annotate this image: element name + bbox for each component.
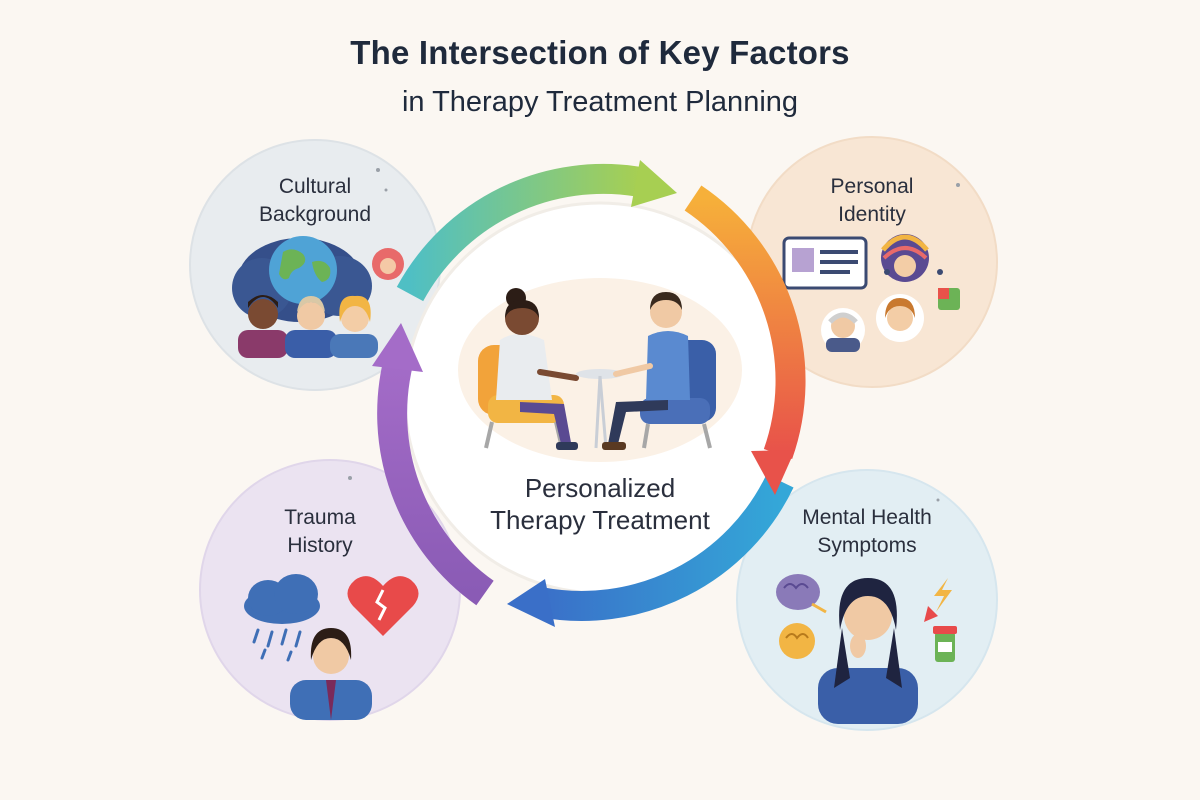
cycle-arrow-top bbox=[396, 163, 643, 302]
label-mental-health-symptoms: Mental Health Symptoms bbox=[802, 506, 932, 557]
arrowhead-right bbox=[751, 450, 795, 495]
id-card-icon bbox=[782, 236, 868, 290]
woman-face-icon bbox=[876, 294, 924, 342]
cycle-arrow-left bbox=[377, 355, 494, 606]
page-title: The Intersection of Key Factors bbox=[350, 34, 850, 71]
label-cultural-background: Cultural Background bbox=[258, 175, 372, 226]
lightning-icon bbox=[924, 578, 952, 622]
people-group-icon bbox=[238, 295, 378, 358]
factor-mental-health-symptoms bbox=[736, 469, 998, 731]
diverse-face-icon bbox=[881, 234, 929, 282]
therapy-session-illustration bbox=[478, 288, 716, 450]
therapist-icon bbox=[496, 288, 579, 450]
cycle-arrow-bottom bbox=[537, 474, 794, 621]
globe-icon bbox=[269, 236, 337, 304]
sad-person-icon bbox=[290, 628, 372, 720]
client-icon bbox=[602, 292, 690, 450]
brain-gear-icon bbox=[779, 623, 815, 659]
arrowhead-left bbox=[372, 323, 423, 372]
cycle-arrows bbox=[377, 163, 806, 621]
pill-bottle-icon bbox=[933, 626, 957, 662]
label-personal-identity: Personal Identity bbox=[830, 175, 914, 226]
rain-cloud-icon bbox=[244, 574, 320, 662]
broken-heart-icon bbox=[347, 576, 419, 636]
label-trauma-history: Trauma History bbox=[284, 506, 356, 557]
factor-personal-identity bbox=[746, 136, 998, 388]
factor-cultural-background bbox=[189, 139, 441, 391]
side-table-icon bbox=[576, 369, 624, 449]
factor-trauma-history bbox=[199, 459, 461, 721]
face-badge-icon bbox=[372, 248, 404, 280]
elder-person-icon bbox=[821, 308, 865, 352]
page-subtitle: in Therapy Treatment Planning bbox=[401, 86, 799, 118]
cycle-arrow-right bbox=[684, 185, 806, 459]
arrowhead-top bbox=[631, 160, 677, 207]
center-label: Personalized Therapy Treatment bbox=[490, 473, 710, 535]
arrowhead-bottom bbox=[507, 579, 555, 627]
brain-icon bbox=[776, 574, 827, 614]
thoughtful-person-icon bbox=[818, 578, 918, 724]
flag-icon bbox=[938, 288, 960, 310]
